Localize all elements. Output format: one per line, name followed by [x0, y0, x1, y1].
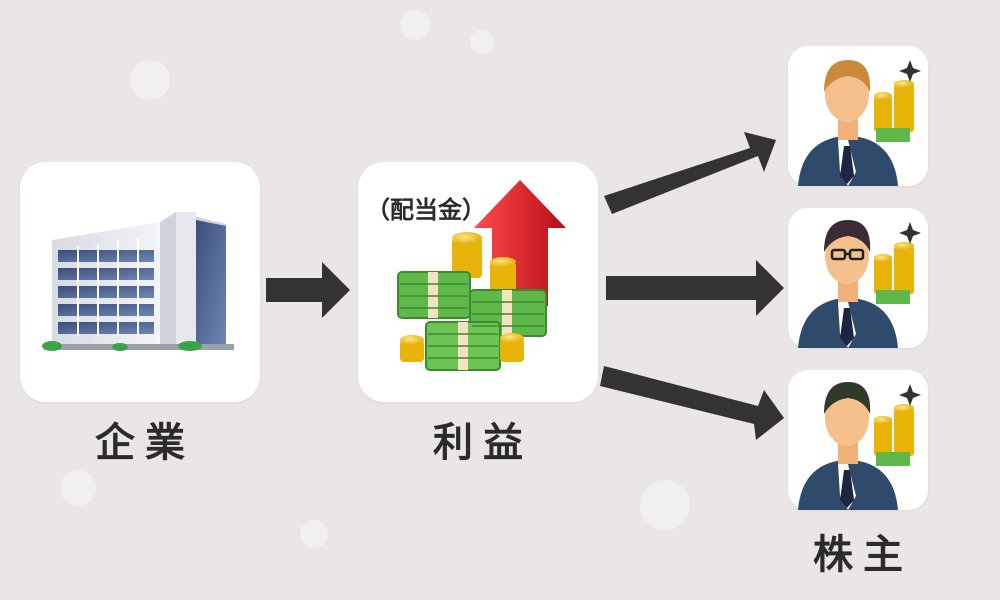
bokeh-dot — [130, 60, 170, 100]
shareholders-label: 株主 — [813, 532, 913, 578]
bokeh-dot — [470, 30, 494, 54]
arrow-profit-to-shareholder-1 — [604, 132, 776, 214]
arrow-profit-to-shareholder-3 — [600, 366, 784, 440]
office-building-icon — [42, 212, 234, 351]
arrow-profit-to-shareholder-2 — [606, 260, 784, 316]
bokeh-dot — [640, 480, 690, 530]
businessman-icon — [798, 382, 921, 510]
bokeh-dot — [300, 520, 328, 548]
bokeh-dot — [400, 10, 430, 40]
profit-label: 利益 — [433, 420, 533, 466]
flow-arrows — [266, 132, 784, 440]
businessman-with-glasses-icon — [798, 220, 921, 348]
arrow-company-to-profit — [266, 262, 350, 318]
dividend-label: （配当金） — [366, 196, 486, 224]
company-label: 企業 — [95, 420, 195, 466]
businessman-icon — [798, 60, 921, 186]
bokeh-dot — [60, 470, 96, 506]
money-stacks-with-up-arrow-icon — [397, 180, 566, 371]
